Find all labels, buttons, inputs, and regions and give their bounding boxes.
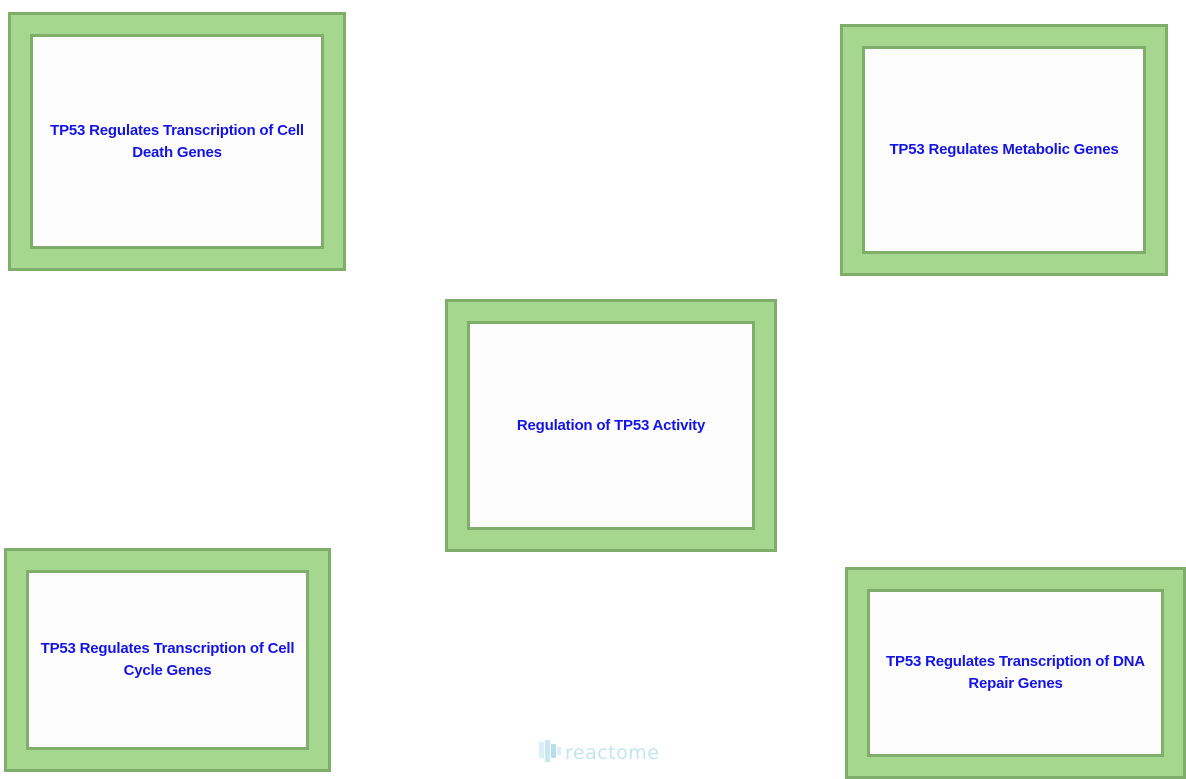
- pathway-label: TP53 Regulates Transcription of Cell Cyc…: [40, 640, 295, 679]
- pathway-node-inner: TP53 Regulates Transcription of Cell Dea…: [30, 34, 324, 249]
- pathway-node-regulation-of-tp53-activity[interactable]: Regulation of TP53 Activity: [445, 299, 777, 552]
- pathway-node-metabolic-genes[interactable]: TP53 Regulates Metabolic Genes: [840, 24, 1168, 276]
- pathway-node-inner: TP53 Regulates Metabolic Genes: [862, 46, 1146, 254]
- reactome-logo-icon: [538, 738, 562, 769]
- pathway-node-cell-cycle-genes[interactable]: TP53 Regulates Transcription of Cell Cyc…: [4, 548, 331, 772]
- pathway-label: TP53 Regulates Metabolic Genes: [889, 141, 1119, 158]
- pathway-node-cell-death-genes[interactable]: TP53 Regulates Transcription of Cell Dea…: [8, 12, 346, 271]
- pathway-label: TP53 Regulates Transcription of DNA Repa…: [886, 653, 1145, 692]
- pathway-label: TP53 Regulates Transcription of Cell Dea…: [50, 121, 304, 161]
- pathway-node-inner: TP53 Regulates Transcription of DNA Repa…: [867, 589, 1164, 757]
- pathway-node-inner: Regulation of TP53 Activity: [467, 321, 755, 530]
- reactome-watermark: reactome: [538, 738, 659, 768]
- pathway-node-inner: TP53 Regulates Transcription of Cell Cyc…: [26, 570, 309, 750]
- pathway-label: Regulation of TP53 Activity: [516, 416, 706, 434]
- pathway-node-dna-repair-genes[interactable]: TP53 Regulates Transcription of DNA Repa…: [845, 567, 1186, 779]
- watermark-text: reactome: [565, 742, 660, 764]
